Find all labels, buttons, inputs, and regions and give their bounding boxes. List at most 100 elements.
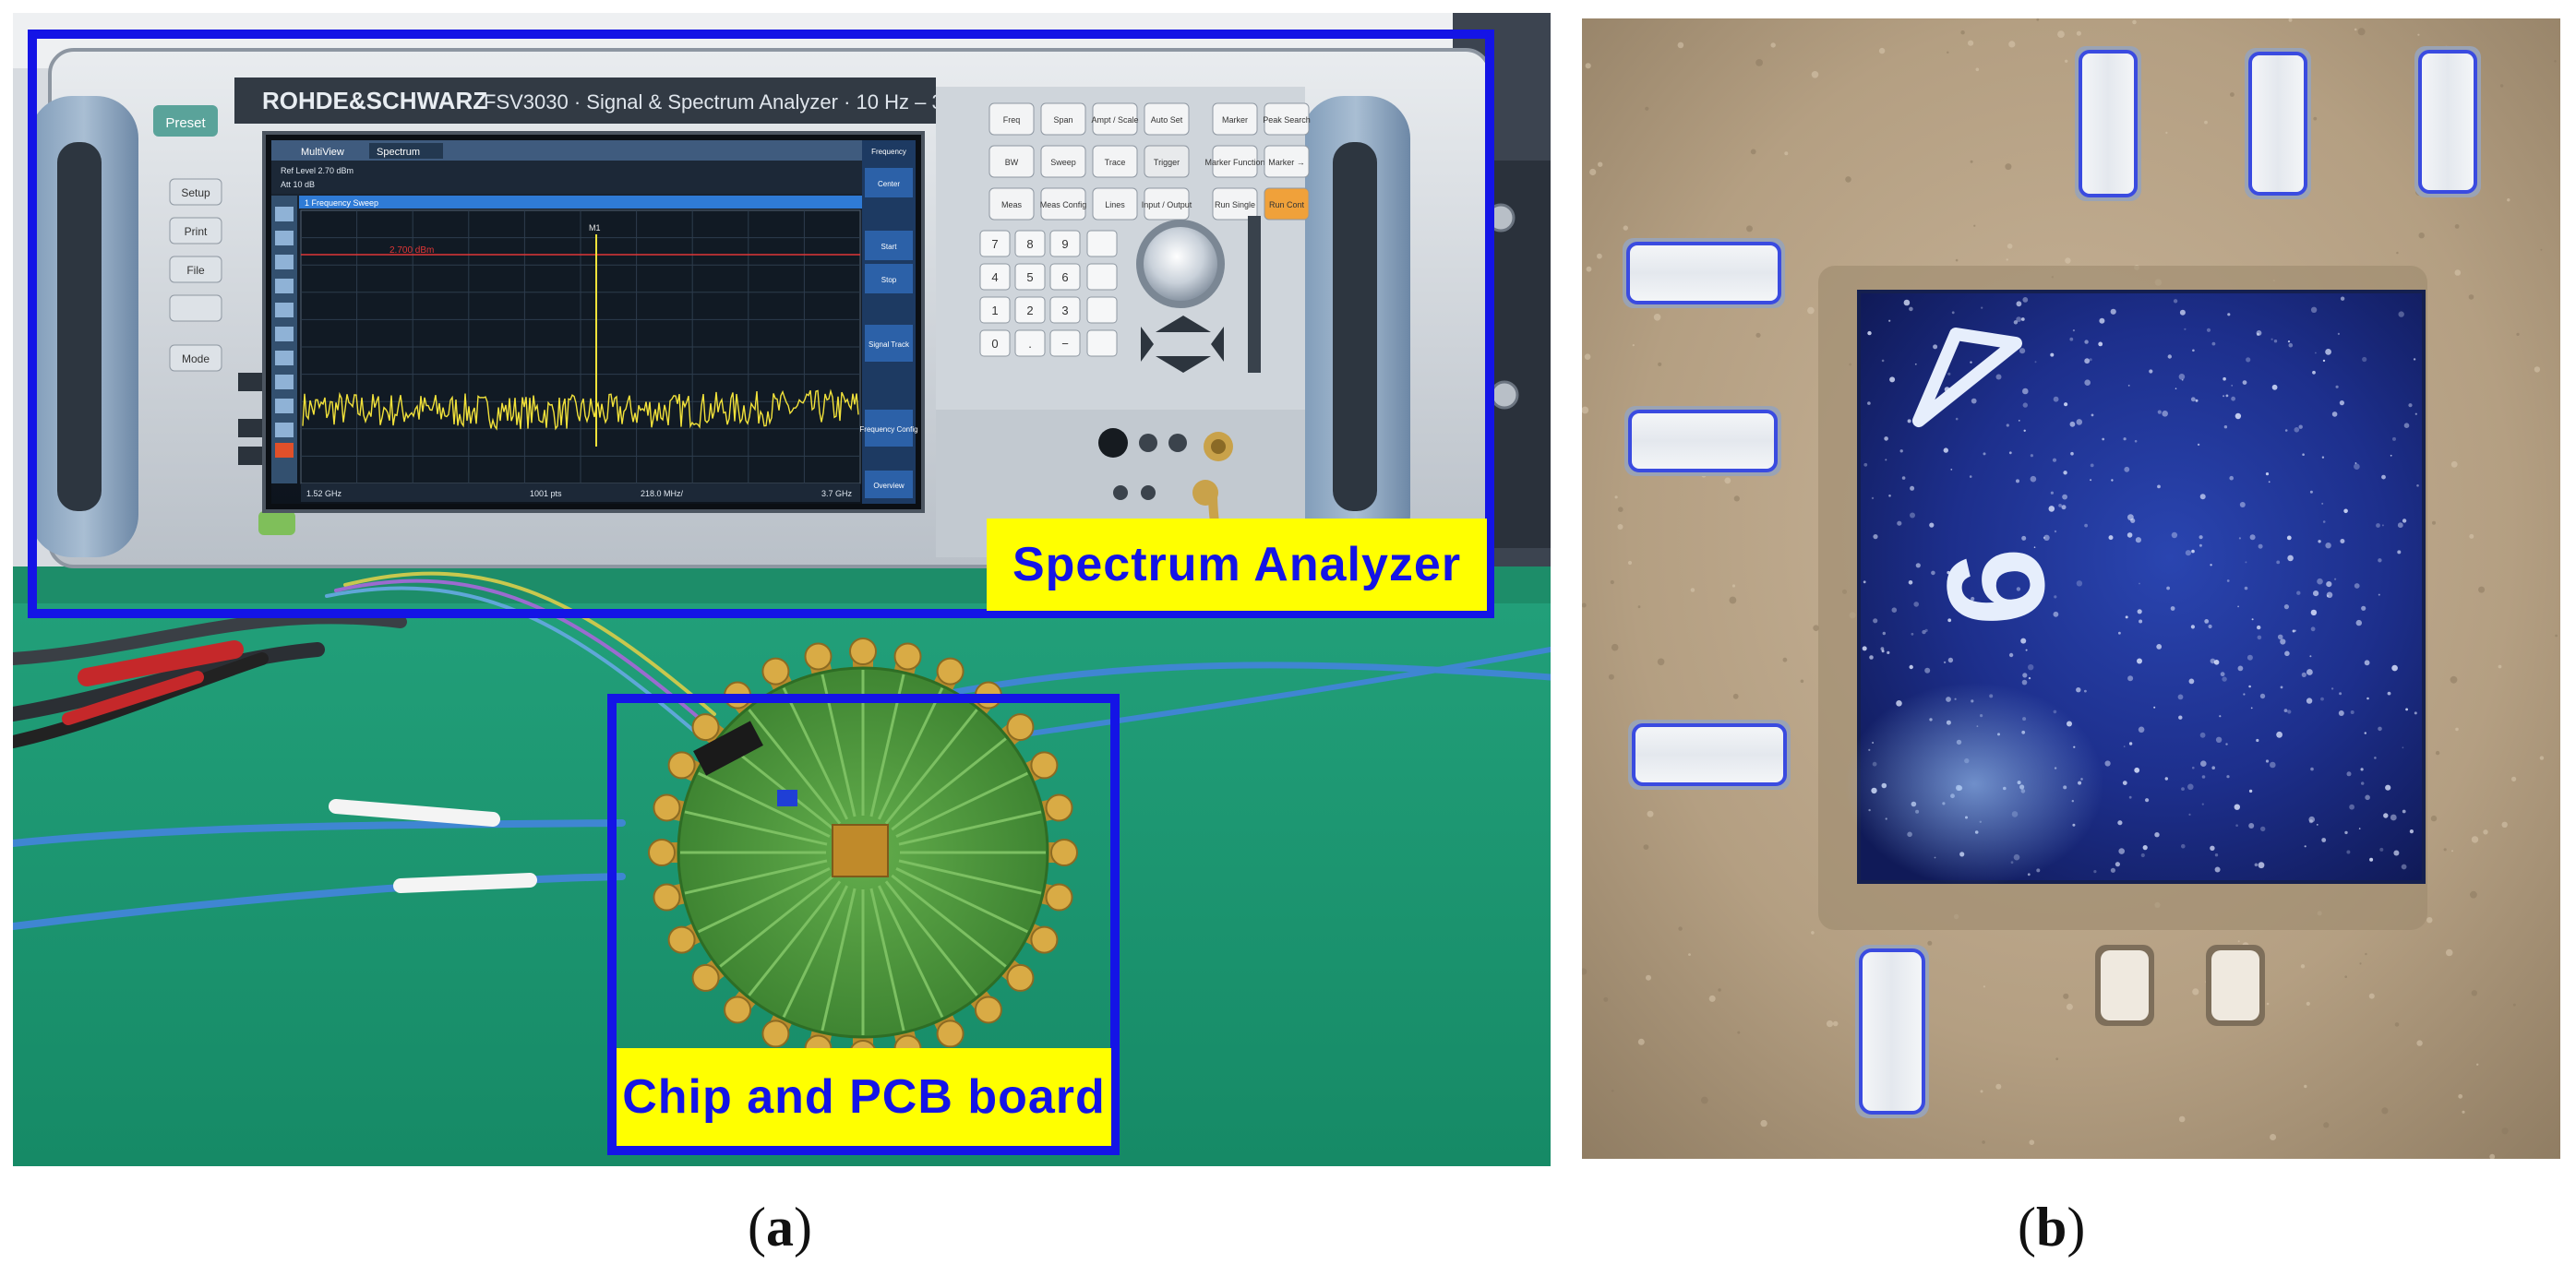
die-speck	[2346, 850, 2351, 854]
substrate-speck	[1627, 560, 1633, 566]
substrate-speck	[2381, 1107, 2389, 1115]
substrate-speck	[1610, 579, 1614, 585]
die-speck	[1867, 401, 1871, 405]
die-speck	[2239, 502, 2246, 507]
die-speck	[2072, 329, 2075, 332]
die-speck	[2257, 332, 2259, 336]
substrate-speck	[1784, 151, 1789, 156]
die-speck	[1909, 664, 1913, 670]
die-speck	[2408, 403, 2413, 408]
die-speck	[2350, 710, 2354, 714]
die-speck	[2191, 549, 2195, 554]
substrate-speck	[1968, 40, 1974, 46]
die-speck	[2385, 784, 2391, 791]
die-speck	[2154, 832, 2160, 838]
die-speck	[2248, 823, 2255, 829]
die-speck	[2034, 361, 2037, 364]
die-speck	[2134, 439, 2138, 443]
die-speck	[2188, 678, 2195, 685]
pcb-trace	[878, 686, 944, 820]
substrate-speck	[2498, 664, 2502, 669]
die-speck	[2268, 481, 2270, 483]
substrate-speck	[2540, 248, 2543, 251]
die-speck	[2199, 543, 2202, 547]
substrate-speck	[1688, 953, 1691, 956]
substrate-speck	[1657, 658, 1665, 666]
svg-text:Stop: Stop	[881, 276, 897, 284]
die-speck	[1908, 580, 1913, 585]
die-speck	[2249, 534, 2256, 541]
die-speck	[2098, 341, 2103, 347]
digit-key-label: 1	[991, 304, 998, 317]
die-speck	[2326, 594, 2330, 598]
unit-key	[1086, 263, 1118, 291]
die-speck	[2379, 847, 2384, 852]
die-speck	[2016, 587, 2021, 591]
substrate-speck	[2323, 1122, 2330, 1128]
hardkey-label: Lines	[1105, 200, 1125, 209]
die-speck	[2033, 546, 2036, 548]
substrate-speck	[1733, 495, 1740, 502]
die-speck	[1873, 534, 1878, 540]
digit-key-label: 2	[1026, 304, 1033, 317]
die-speck	[2237, 605, 2239, 608]
substrate-speck	[2416, 1040, 2423, 1046]
die-speck	[2243, 693, 2246, 696]
die-speck	[2398, 311, 2404, 317]
die-speck	[2211, 341, 2216, 346]
substrate-speck	[2555, 634, 2558, 638]
die-speck	[2283, 604, 2289, 610]
substrate-speck	[2430, 815, 2438, 822]
die-speck	[2061, 505, 2067, 510]
substrate-speck	[2132, 19, 2137, 25]
sma-connector-nut	[1045, 793, 1073, 822]
die-speck	[1903, 299, 1911, 306]
die-speck	[1969, 475, 1972, 478]
marker-key	[1212, 187, 1258, 221]
substrate-speck	[2237, 940, 2240, 943]
die-speck	[1943, 447, 1948, 453]
die-speck	[2378, 558, 2382, 563]
die-speck	[1881, 359, 1885, 363]
die-speck	[2331, 411, 2338, 417]
die-speck	[1947, 372, 1951, 376]
die-speck	[2084, 358, 2091, 364]
substrate-speck	[1643, 844, 1649, 850]
substrate-speck	[2500, 84, 2504, 88]
model-text: FSV3030 · Signal & Spectrum Analyzer · 1…	[484, 90, 1000, 113]
die-speck	[2288, 342, 2294, 348]
sma-connector-nut	[653, 883, 681, 912]
substrate-speck	[1970, 160, 1973, 163]
substrate-speck	[2368, 993, 2375, 999]
die-speck	[2364, 732, 2366, 734]
substrate-speck	[2300, 964, 2306, 969]
die-speck	[2013, 320, 2019, 325]
substrate-speck	[1811, 71, 1819, 78]
die-speck	[2413, 358, 2416, 361]
die-speck	[2018, 420, 2020, 422]
preset-key	[153, 105, 218, 137]
substrate-speck	[1813, 625, 1819, 631]
substrate-speck	[1611, 1090, 1614, 1092]
substrate-speck	[1983, 985, 1985, 988]
substrate-speck	[2539, 756, 2545, 760]
die-speck	[2214, 866, 2221, 873]
hardkey	[1040, 145, 1086, 178]
substrate-speck	[1927, 940, 1933, 946]
die-speck	[2093, 870, 2097, 874]
pcb-trace	[891, 874, 1007, 968]
pcb-trace	[884, 880, 978, 996]
marker-m1: M1	[589, 223, 601, 233]
die-speck	[2122, 781, 2127, 785]
digit-key-label: .	[1028, 337, 1032, 351]
die-speck	[1899, 449, 1903, 453]
die-speck	[2287, 555, 2294, 562]
die-speck	[2021, 535, 2027, 541]
die-speck	[2248, 685, 2251, 688]
die-speck	[2287, 340, 2291, 343]
substrate-speck	[1755, 59, 1763, 66]
die-speck	[2355, 619, 2362, 626]
hardkey-label: Freq	[1003, 115, 1021, 125]
die-speck	[1983, 452, 1986, 456]
